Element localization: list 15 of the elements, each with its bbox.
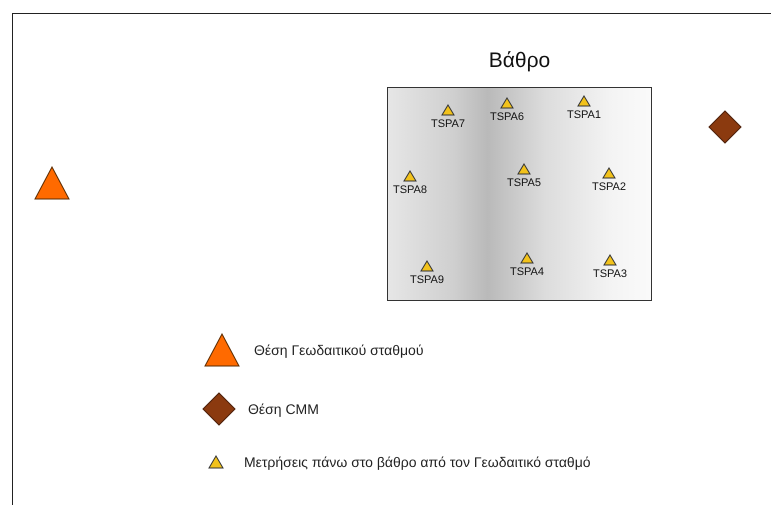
point-label: TSPA1 bbox=[566, 109, 602, 121]
point-label: TSPA9 bbox=[408, 274, 446, 286]
station-triangle-icon bbox=[34, 166, 70, 200]
point-label: TSPA7 bbox=[430, 118, 466, 130]
point-label: TSPA6 bbox=[488, 111, 526, 123]
legend-text: Μετρήσεις πάνω στο βάθρο από τον Γεωδαιτικό σταθμό bbox=[244, 454, 591, 470]
legend-text: Θέση CMM bbox=[248, 401, 319, 417]
point-label: TSPA5 bbox=[506, 177, 542, 189]
legend-text: Θέση Γεωδαιτικού σταθμού bbox=[254, 342, 424, 358]
point-label: TSPA2 bbox=[590, 181, 628, 193]
point-label: TSPA3 bbox=[592, 268, 628, 280]
cmm-diamond-icon bbox=[708, 110, 742, 144]
point-label: TSPA8 bbox=[392, 184, 428, 196]
point-label: TSPA4 bbox=[508, 266, 546, 278]
base-title: Βάθρο bbox=[488, 49, 552, 73]
